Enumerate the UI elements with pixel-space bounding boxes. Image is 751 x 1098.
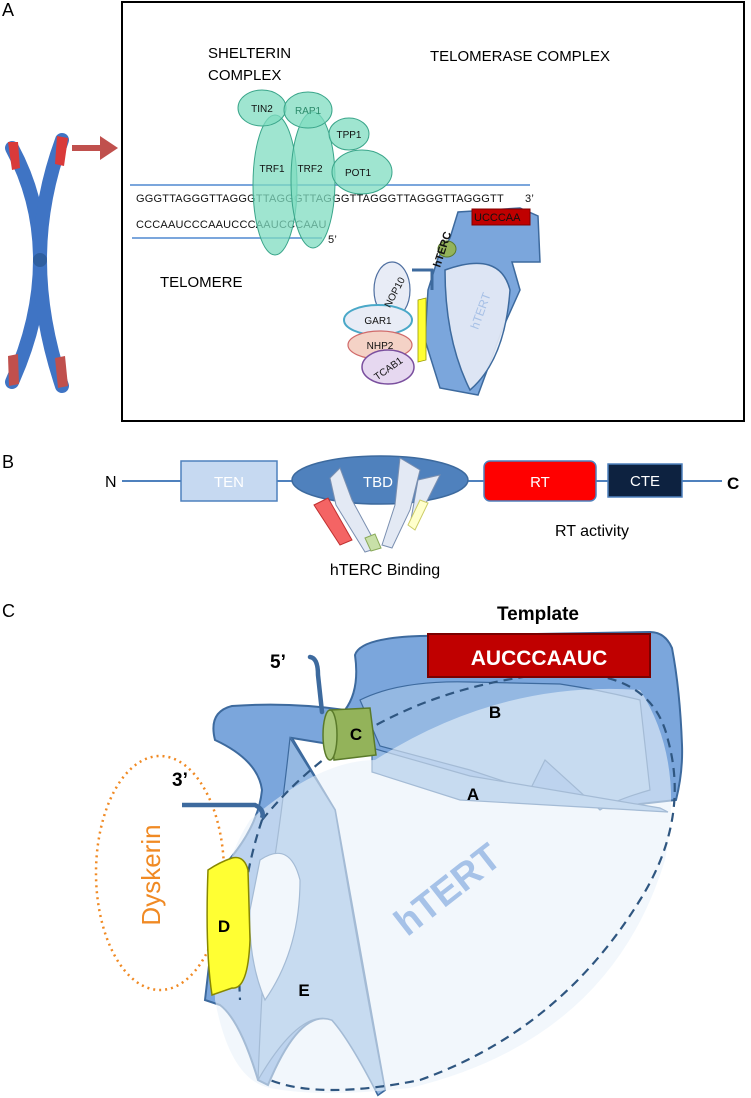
template-box bbox=[427, 633, 651, 678]
three-prime-label: 3’ bbox=[172, 770, 188, 791]
panel-c-letter: C bbox=[2, 601, 15, 621]
rt-activity-label: RT activity bbox=[555, 523, 629, 540]
telomere-cap-top-right bbox=[55, 136, 68, 166]
panel-c: C Dyskerin hTERT Template AUCCCAAUC 5’ 3… bbox=[2, 601, 684, 1097]
rt-domain bbox=[483, 460, 597, 502]
trf2-label: TRF2 bbox=[298, 164, 323, 175]
dyskerin-label: Dyskerin bbox=[136, 824, 166, 925]
three-prime-strand bbox=[182, 802, 265, 819]
telomerase-mini: UCCCAA hTERC hTERT bbox=[412, 207, 541, 396]
region-d-label: D bbox=[218, 917, 230, 936]
region-b-label: B bbox=[489, 703, 501, 722]
htert-ring-dashed bbox=[261, 672, 676, 1092]
region-d bbox=[206, 856, 251, 997]
template-title: Template bbox=[497, 604, 579, 625]
tpp1-label: TPP1 bbox=[336, 130, 361, 141]
cte-domain bbox=[607, 463, 683, 498]
panel-b: B N C TEN TBD hTERC Binding RT CTE RT ac… bbox=[2, 452, 739, 579]
telomere-cap-bottom-right bbox=[55, 356, 68, 388]
template-small-box bbox=[471, 208, 531, 226]
telomerase-complex-title: TELOMERASE COMPLEX bbox=[430, 48, 610, 65]
five-prime-label: 5’ bbox=[270, 652, 286, 673]
nhp2-label: NHP2 bbox=[367, 341, 394, 352]
pot1-label: POT1 bbox=[345, 168, 372, 179]
n-terminus: N bbox=[105, 474, 117, 491]
region-e-label: E bbox=[298, 981, 309, 1000]
dyskerin-mini bbox=[343, 261, 415, 385]
ten-domain bbox=[180, 460, 278, 502]
shelterin-title-line2: COMPLEX bbox=[208, 67, 281, 84]
zoom-arrow bbox=[72, 136, 118, 160]
c-terminus: C bbox=[727, 474, 739, 493]
ten-label: TEN bbox=[214, 474, 244, 491]
htert-mini-ring bbox=[444, 262, 511, 392]
shelterin-title-line1: SHELTERIN bbox=[208, 45, 291, 62]
trf2-protein bbox=[290, 111, 336, 249]
region-a-label: A bbox=[467, 785, 479, 804]
rap1-protein bbox=[283, 91, 333, 129]
panel-b-letter: B bbox=[2, 452, 14, 472]
hterc-binding-label: hTERC Binding bbox=[330, 562, 440, 579]
telomere-label: TELOMERE bbox=[160, 274, 243, 291]
template-sequence: AUCCCAAUC bbox=[471, 647, 608, 670]
template-small-text: UCCCAA bbox=[474, 212, 521, 224]
trf1-protein bbox=[252, 114, 298, 256]
chromosome bbox=[5, 133, 69, 393]
tin2-label: TIN2 bbox=[251, 104, 273, 115]
hterc-mini-c bbox=[437, 240, 457, 258]
cte-label: CTE bbox=[630, 473, 660, 490]
telomere-cap-top-left bbox=[8, 142, 20, 170]
dna-top-strand-end: 3’ bbox=[525, 193, 534, 205]
tcab1-protein bbox=[361, 349, 415, 385]
hterc-binding-sketch bbox=[313, 457, 441, 553]
tbd-label: TBD bbox=[363, 474, 393, 491]
panel-a-letter: A bbox=[2, 0, 14, 20]
rna-bottom-strand-end: 5’ bbox=[328, 234, 337, 246]
telomere-cap-bottom-left bbox=[8, 354, 19, 386]
gar1-label: GAR1 bbox=[364, 316, 392, 327]
rap1-label: RAP1 bbox=[295, 106, 322, 117]
tpp1-protein bbox=[328, 117, 370, 151]
pot1-protein bbox=[331, 149, 393, 195]
region-c-cylinder bbox=[322, 707, 377, 761]
trf1-label: TRF1 bbox=[260, 164, 285, 175]
five-prime-strand bbox=[307, 654, 325, 715]
rt-label: RT bbox=[530, 474, 550, 491]
region-c-label: C bbox=[350, 725, 362, 744]
panel-a: A SHELTERIN COMPLEX TELOMERASE COMPLEX T… bbox=[2, 0, 745, 422]
shelterin-complex bbox=[237, 89, 393, 256]
